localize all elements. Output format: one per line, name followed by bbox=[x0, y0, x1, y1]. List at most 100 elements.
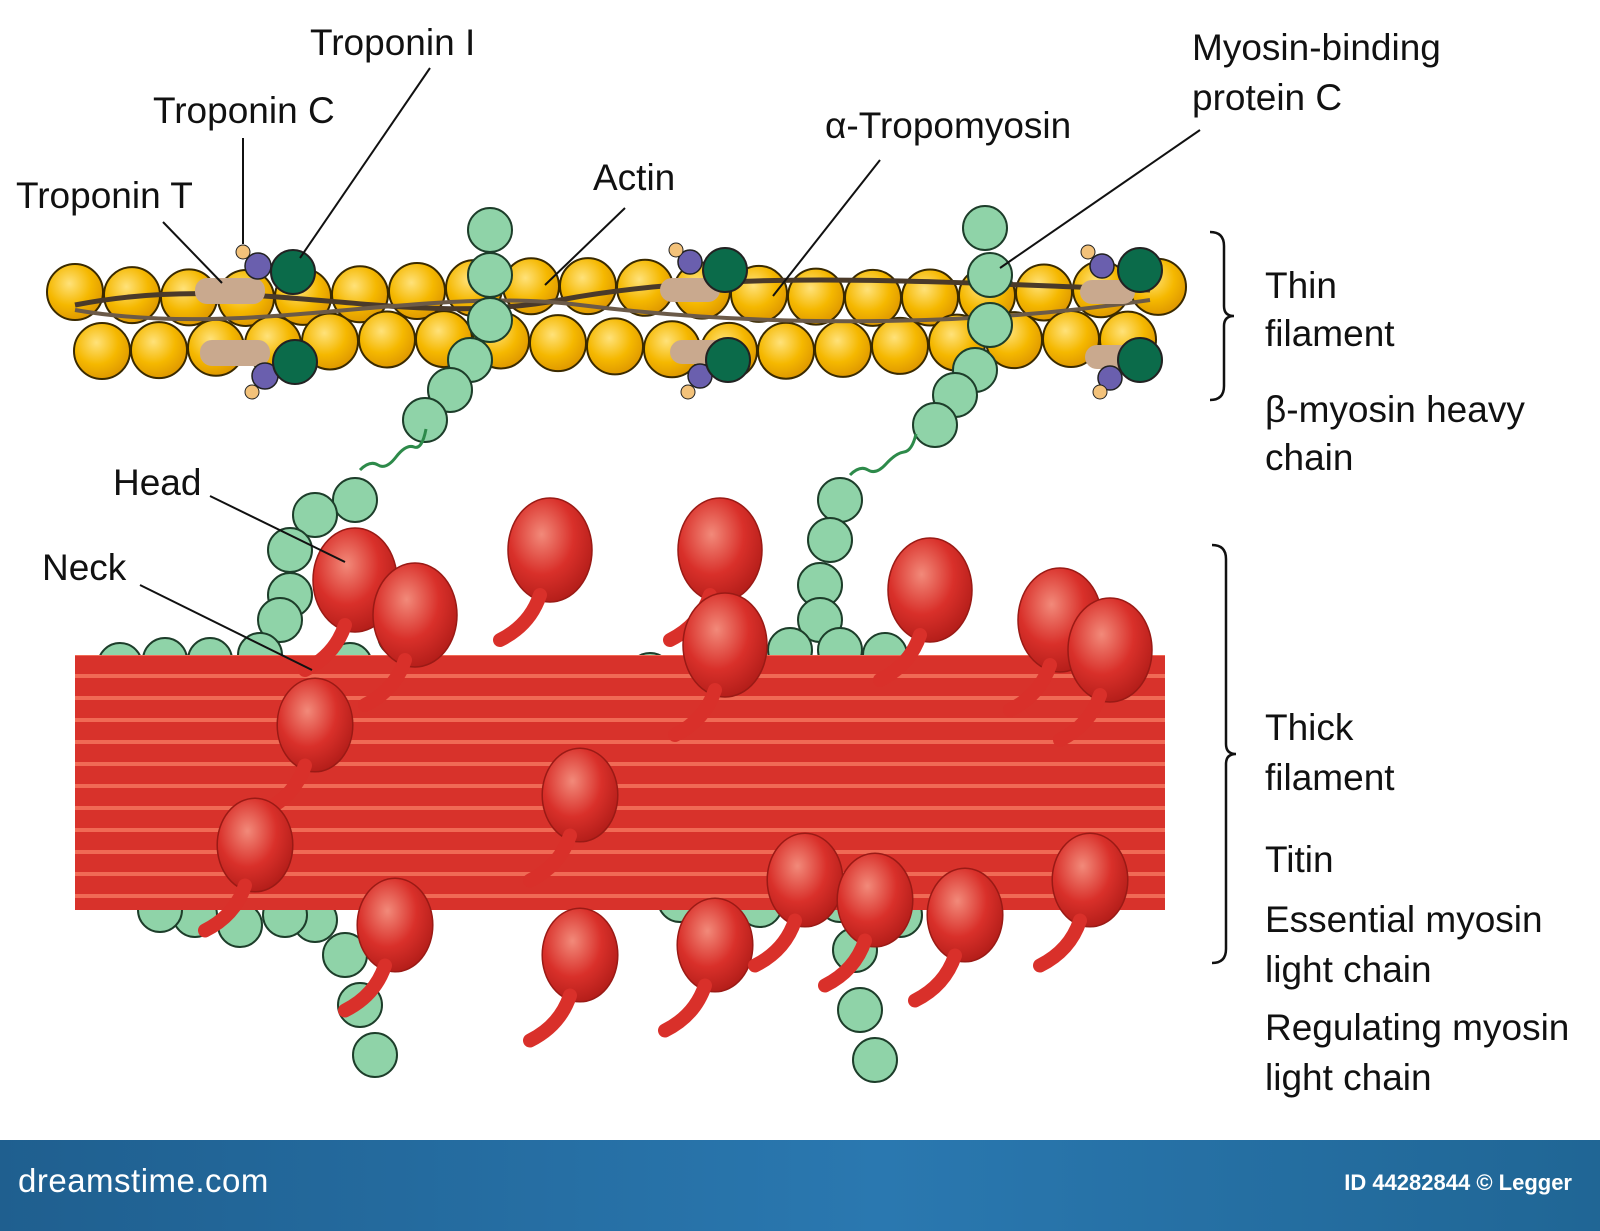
myosin-head bbox=[676, 897, 754, 993]
troponin-c-shape bbox=[1089, 253, 1115, 279]
actin-monomer bbox=[814, 319, 872, 378]
myosin-head bbox=[372, 562, 458, 668]
troponin-complex-2 bbox=[660, 242, 751, 400]
troponin-c-tip bbox=[1080, 244, 1096, 260]
mybpc-domain bbox=[967, 252, 1013, 298]
myosin-neck bbox=[523, 828, 577, 888]
leader-head bbox=[209, 495, 346, 563]
mybpc-domain bbox=[467, 207, 513, 253]
troponin-t-shape bbox=[1080, 280, 1135, 304]
myosin-head bbox=[677, 497, 763, 603]
myosin-neck bbox=[338, 958, 392, 1018]
actin-monomer bbox=[46, 263, 104, 321]
actin-monomer bbox=[358, 310, 416, 369]
troponin-c-tip bbox=[668, 242, 684, 258]
troponin-i-shape bbox=[272, 339, 318, 385]
myosin-neck bbox=[523, 988, 577, 1048]
myosin-neck bbox=[748, 913, 802, 973]
mybpc-domain bbox=[332, 477, 378, 523]
sarcomere-diagram: Troponin I Troponin C Troponin T Actin α… bbox=[16, 22, 1569, 1098]
myosin-neck bbox=[358, 653, 412, 712]
troponin-c-tip bbox=[244, 384, 260, 400]
myosin-head bbox=[541, 907, 619, 1003]
thick-filament bbox=[75, 497, 1165, 1048]
actin-monomer bbox=[73, 322, 131, 380]
mybpc-domain bbox=[402, 397, 448, 443]
actin-monomer bbox=[787, 267, 845, 326]
footer-brand[interactable]: dreamstime.com bbox=[18, 1162, 269, 1199]
troponin-c-tip bbox=[680, 384, 696, 400]
label-actin: Actin bbox=[593, 157, 675, 198]
troponin-i-shape bbox=[270, 249, 316, 295]
actin-monomer bbox=[757, 321, 815, 380]
mybpc-domain bbox=[817, 477, 863, 523]
mybpc-domain bbox=[292, 492, 338, 538]
footer-bar: dreamstime.com ID 44282844 © Legger bbox=[0, 1140, 1600, 1231]
myosin-neck bbox=[668, 683, 722, 742]
myosin-head bbox=[507, 497, 593, 603]
myosin-head bbox=[836, 852, 914, 948]
label-tropomyosin: α-Tropomyosin bbox=[825, 105, 1071, 146]
label-troponin-t: Troponin T bbox=[16, 175, 193, 216]
mybpc-linker-right bbox=[848, 433, 918, 477]
mybpc-domain bbox=[467, 297, 513, 343]
label-thin-line1: Thin bbox=[1265, 265, 1337, 306]
label-thick-line2: filament bbox=[1265, 757, 1395, 798]
myosin-neck bbox=[658, 978, 712, 1038]
myosin-head bbox=[216, 797, 294, 893]
myosin-neck bbox=[1003, 658, 1057, 717]
label-mybpc-line1: Myosin-binding bbox=[1192, 27, 1441, 68]
troponin-i-shape bbox=[705, 337, 751, 383]
label-rmlc-line1: Regulating myosin bbox=[1265, 1007, 1569, 1048]
leader-troponin-i bbox=[299, 67, 431, 259]
actin-monomer bbox=[130, 321, 188, 380]
mybpc-domain bbox=[352, 1032, 398, 1078]
troponin-t-shape bbox=[200, 340, 270, 366]
myosin-head bbox=[1051, 832, 1129, 928]
footer-image-id: ID 44282844 © Legger bbox=[1344, 1170, 1572, 1195]
leader-actin bbox=[544, 207, 626, 286]
actin-monomer bbox=[586, 317, 644, 376]
label-bmhc-line1: β-myosin heavy bbox=[1265, 389, 1525, 430]
myosin-head bbox=[541, 747, 619, 843]
labels: Troponin I Troponin C Troponin T Actin α… bbox=[16, 22, 1569, 1098]
myosin-head bbox=[682, 592, 768, 698]
leader-tropomyosin bbox=[772, 159, 881, 297]
mybpc-domain bbox=[427, 367, 473, 413]
troponin-c-tip bbox=[235, 244, 251, 260]
myosin-heads bbox=[198, 497, 1153, 1048]
myosin-head bbox=[766, 832, 844, 928]
mybpc-domain bbox=[967, 302, 1013, 348]
leader-mybpc bbox=[999, 129, 1201, 269]
mybpc-domain bbox=[912, 402, 958, 448]
label-thick-line1: Thick bbox=[1265, 707, 1354, 748]
actin-monomer bbox=[844, 268, 902, 327]
label-emlc-line2: light chain bbox=[1265, 949, 1432, 990]
actin-monomer bbox=[1015, 263, 1073, 322]
troponin-c-shape bbox=[677, 249, 703, 275]
troponin-c-shape bbox=[244, 252, 272, 280]
myosin-neck bbox=[493, 588, 547, 647]
myosin-head bbox=[356, 877, 434, 973]
mybpc-domain bbox=[467, 252, 513, 298]
myosin-neck bbox=[908, 948, 962, 1008]
myosin-neck bbox=[298, 618, 352, 677]
tropomyosin-strand-b bbox=[74, 298, 1151, 324]
myosin-head bbox=[276, 677, 354, 773]
myosin-head bbox=[1067, 597, 1153, 703]
label-bmhc-line2: chain bbox=[1265, 437, 1353, 478]
myosin-neck bbox=[1053, 688, 1107, 747]
mybpc-domain bbox=[257, 597, 303, 643]
mybpc-domain bbox=[837, 987, 883, 1033]
brace-thin-filament bbox=[1209, 230, 1235, 402]
leader-neck bbox=[139, 584, 313, 671]
label-troponin-i: Troponin I bbox=[310, 22, 475, 63]
label-troponin-c: Troponin C bbox=[153, 90, 335, 131]
label-emlc-line1: Essential myosin bbox=[1265, 899, 1543, 940]
label-mybpc-line2: protein C bbox=[1192, 77, 1342, 118]
myosin-neck bbox=[818, 933, 872, 993]
myosin-head bbox=[926, 867, 1004, 963]
label-head: Head bbox=[113, 462, 201, 503]
myosin-neck bbox=[873, 628, 927, 687]
